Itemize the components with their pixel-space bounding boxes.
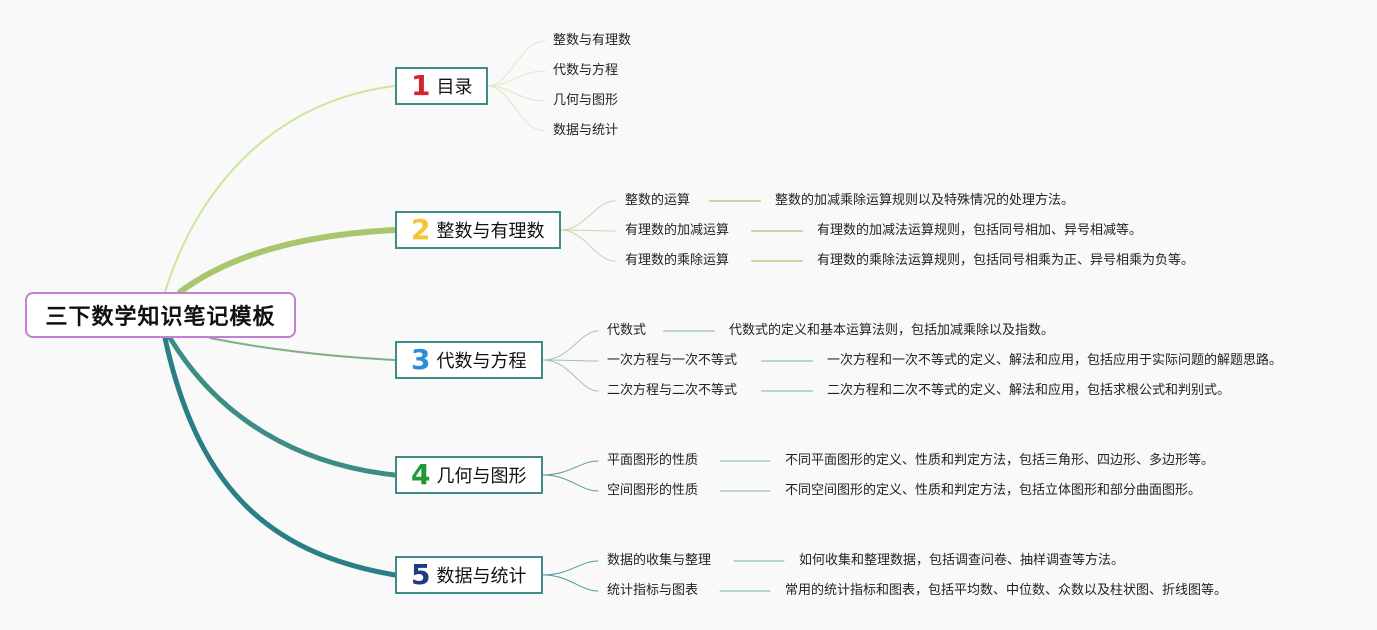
leaf-topic[interactable]: 数据的收集与整理 — [607, 553, 712, 568]
connector-branch-leaf — [542, 574, 599, 592]
leaf-topic[interactable]: 整数与有理数 — [553, 33, 632, 48]
leaf-detail[interactable]: 一次方程和一次不等式的定义、解法和应用，包括应用于实际问题的解题思路。 — [827, 353, 1283, 368]
leaf-detail[interactable]: 代数式的定义和基本运算法则，包括加减乘除以及指数。 — [729, 323, 1055, 338]
connector-branch-leaf — [560, 200, 616, 231]
connector-branch-leaf — [487, 40, 546, 87]
connector-branch-leaf — [542, 359, 599, 392]
leaf-detail[interactable]: 不同空间图形的定义、性质和判定方法，包括立体图形和部分曲面图形。 — [785, 483, 1202, 498]
connector-branch-leaf — [487, 85, 546, 132]
branch-number: 3 — [411, 343, 431, 376]
branch-label: 数据与统计 — [436, 566, 527, 587]
branch-topic-geometry[interactable]: 4 几何与图形 — [395, 456, 543, 494]
branch-label: 整数与有理数 — [436, 221, 545, 242]
branch-label: 代数与方程 — [436, 351, 527, 372]
leaf-topic[interactable]: 代数与方程 — [553, 63, 619, 78]
leaf-topic[interactable]: 整数的运算 — [625, 193, 691, 208]
connector-branch-leaf — [542, 359, 599, 362]
root-topic-label: 三下数学知识笔记模板 — [45, 305, 276, 330]
branch-topic-algebra[interactable]: 3 代数与方程 — [395, 341, 543, 379]
leaf-topic[interactable]: 二次方程与二次不等式 — [607, 383, 738, 398]
leaf-topic[interactable]: 有理数的加减运算 — [625, 223, 730, 238]
connector-branch-leaf — [542, 330, 599, 361]
connector-branch-leaf — [560, 229, 616, 262]
leaf-detail[interactable]: 不同平面图形的定义、性质和判定方法，包括三角形、四边形、多边形等。 — [785, 453, 1215, 468]
branch-number: 4 — [411, 458, 431, 491]
connector-branch-leaf — [542, 460, 599, 476]
connector-branch-leaf — [487, 70, 546, 87]
connector-branch-leaf — [560, 229, 616, 232]
connector-root-branch — [209, 337, 396, 361]
branch-topic-contents[interactable]: 1 目录 — [395, 67, 488, 105]
branch-topic-integers[interactable]: 2 整数与有理数 — [395, 211, 561, 249]
connector-root-branch — [177, 227, 398, 295]
connector-branch-leaf — [542, 474, 599, 492]
connector-root-branch — [162, 335, 398, 578]
branch-topic-statistics[interactable]: 5 数据与统计 — [395, 556, 543, 594]
branch-number: 1 — [411, 69, 431, 102]
leaf-topic[interactable]: 几何与图形 — [553, 93, 619, 108]
leaf-topic[interactable]: 平面图形的性质 — [607, 453, 699, 468]
branch-label: 几何与图形 — [436, 466, 527, 487]
leaf-detail[interactable]: 整数的加减乘除运算规则以及特殊情况的处理方法。 — [775, 193, 1075, 208]
root-topic[interactable]: 三下数学知识笔记模板 — [25, 292, 296, 338]
connector-branch-leaf — [542, 560, 599, 576]
connector-root-branch — [164, 85, 396, 293]
leaf-topic[interactable]: 有理数的乘除运算 — [625, 253, 730, 268]
branch-number: 5 — [411, 558, 431, 591]
leaf-detail[interactable]: 常用的统计指标和图表，包括平均数、中位数、众数以及柱状图、折线图等。 — [785, 583, 1228, 598]
leaf-topic[interactable]: 空间图形的性质 — [607, 483, 699, 498]
leaf-detail[interactable]: 二次方程和二次不等式的定义、解法和应用，包括求根公式和判别式。 — [827, 383, 1231, 398]
leaf-topic[interactable]: 代数式 — [607, 323, 647, 338]
leaf-topic[interactable]: 统计指标与图表 — [607, 583, 699, 598]
leaf-detail[interactable]: 如何收集和整理数据，包括调查问卷、抽样调查等方法。 — [799, 553, 1125, 568]
leaf-detail[interactable]: 有理数的乘除法运算规则，包括同号相乘为正、异号相乘为负等。 — [817, 253, 1195, 268]
connector-root-branch — [167, 335, 398, 478]
branch-number: 2 — [411, 213, 431, 246]
leaf-topic[interactable]: 数据与统计 — [553, 123, 619, 138]
connector-branch-leaf — [487, 85, 546, 102]
leaf-detail[interactable]: 有理数的加减法运算规则，包括同号相加、异号相减等。 — [817, 223, 1143, 238]
branch-label: 目录 — [436, 77, 473, 98]
leaf-topic[interactable]: 一次方程与一次不等式 — [607, 353, 738, 368]
